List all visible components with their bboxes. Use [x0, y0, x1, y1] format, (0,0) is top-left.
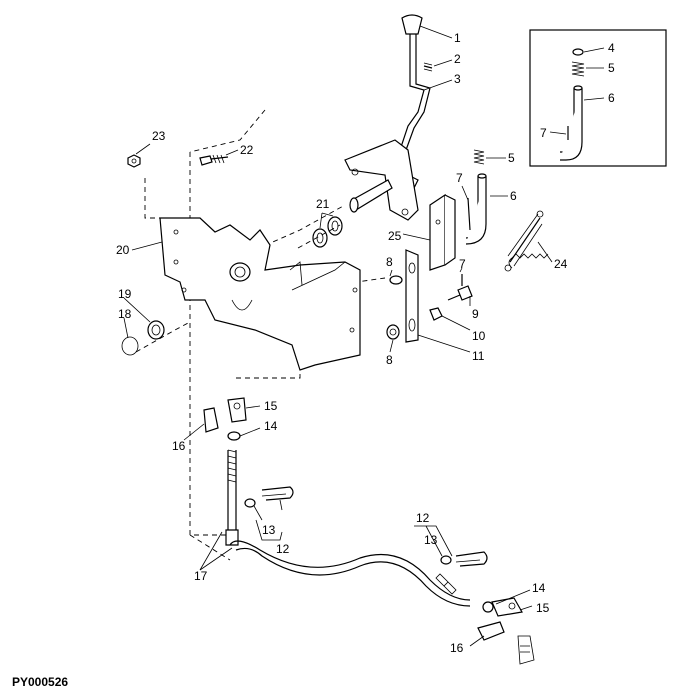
callout-13-left: 13 — [262, 523, 276, 537]
clevis-lower — [469, 589, 535, 665]
callout-9: 9 — [472, 307, 479, 321]
lock-bracket — [402, 149, 508, 271]
callout-17: 17 — [194, 569, 208, 583]
washer — [147, 320, 165, 340]
u-clip-right — [414, 525, 488, 567]
clip-16 — [477, 621, 505, 641]
roll-pin — [423, 65, 433, 69]
inset-frame — [529, 29, 667, 167]
washer-8 — [386, 324, 400, 340]
callout-23: 23 — [152, 129, 166, 143]
control-cable — [199, 449, 471, 607]
clip-end — [517, 635, 535, 665]
callout-5-inset: 5 — [608, 61, 615, 75]
lever-knob — [401, 14, 423, 35]
bracket-25 — [429, 193, 446, 271]
bolt-9 — [457, 285, 473, 301]
bolt-head — [199, 155, 213, 166]
nut-13 — [440, 555, 452, 565]
main-bracket — [131, 217, 361, 371]
nut-13 — [244, 498, 256, 508]
callout-8-upper: 8 — [386, 255, 393, 269]
callout-12-left: 12 — [276, 542, 290, 556]
callout-5: 5 — [508, 151, 515, 165]
clip-16 — [203, 407, 219, 433]
callout-6: 6 — [510, 189, 517, 203]
callout-12-right: 12 — [416, 511, 430, 525]
bushing — [327, 216, 343, 236]
washers — [121, 297, 165, 356]
cable-17 — [229, 540, 471, 601]
rod-part-side — [560, 88, 583, 161]
link-11 — [405, 249, 419, 343]
bracket-plate — [159, 217, 361, 371]
link-hardware — [386, 249, 473, 353]
u-clip-12 — [455, 551, 488, 567]
callout-6-inset: 6 — [608, 91, 615, 105]
callout-18: 18 — [118, 307, 132, 321]
bolt-and-nut — [127, 143, 239, 168]
callout-3: 3 — [454, 72, 461, 86]
nut-10 — [429, 307, 443, 321]
lever-plate — [344, 139, 419, 221]
lever-rod — [399, 34, 425, 201]
bushing — [312, 228, 328, 248]
callout-21: 21 — [316, 197, 330, 211]
callout-25: 25 — [388, 229, 402, 243]
callout-11: 11 — [472, 349, 485, 363]
clevis-upper — [183, 397, 261, 441]
callout-20: 20 — [116, 243, 130, 257]
callout-7-lower: 7 — [459, 257, 466, 271]
pin-7 — [467, 197, 471, 231]
clevis-15 — [227, 397, 247, 423]
callout-24: 24 — [554, 257, 568, 271]
shift-lever — [344, 14, 453, 221]
inset-detail — [529, 29, 667, 167]
callouts: 1 2 3 4 5 6 7 5 6 7 23 22 21 20 25 24 8 … — [116, 31, 615, 655]
callout-7-inset: 7 — [540, 126, 547, 140]
callout-14-lower: 14 — [532, 581, 546, 595]
callout-1: 1 — [454, 31, 461, 45]
spring-5 — [473, 149, 485, 165]
callout-4: 4 — [608, 41, 615, 55]
clevis-15 — [491, 597, 523, 617]
washer-8 — [389, 275, 403, 285]
rod-end — [573, 85, 583, 91]
nut-part — [572, 48, 584, 56]
callout-14-upper: 14 — [264, 419, 278, 433]
callout-19: 19 — [118, 287, 132, 301]
callout-16-upper: 16 — [172, 439, 186, 453]
callout-8-lower: 8 — [386, 353, 393, 367]
extension-spring — [504, 210, 553, 272]
callout-16-lower: 16 — [450, 641, 464, 655]
spring-part — [571, 61, 585, 77]
callout-15-lower: 15 — [536, 601, 550, 615]
callout-10: 10 — [472, 329, 486, 343]
spring-24 — [509, 217, 541, 263]
u-clip-left — [244, 486, 294, 541]
callout-7: 7 — [456, 171, 463, 185]
callout-22: 22 — [240, 143, 254, 157]
callout-15-upper: 15 — [264, 399, 278, 413]
hex-nut — [127, 154, 141, 168]
nut-14 — [227, 431, 241, 441]
assembly-lines — [135, 109, 386, 561]
snap-ring — [121, 336, 139, 356]
bushings — [312, 212, 343, 248]
u-clip-12 — [261, 486, 294, 501]
nut-14 — [482, 601, 494, 613]
figure-code: PY000526 — [12, 675, 68, 689]
callout-13-right: 13 — [424, 533, 438, 547]
callout-2: 2 — [454, 52, 461, 66]
